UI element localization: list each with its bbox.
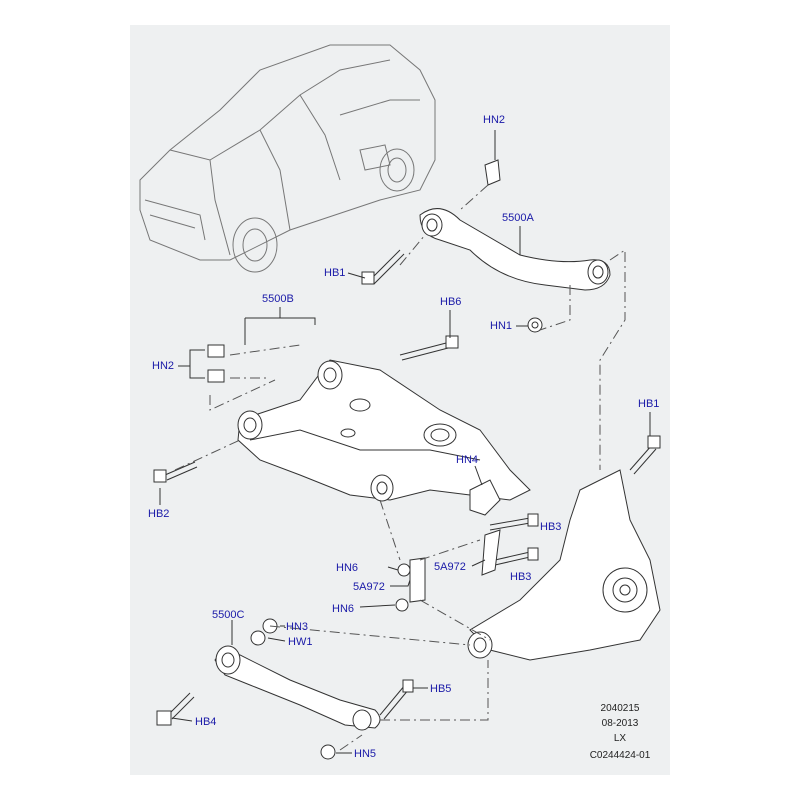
callout-hn6-a: HN6 [336, 562, 359, 574]
callout-hb4: HB4 [195, 716, 217, 728]
callout-hn4: HN4 [456, 454, 479, 466]
callout-hn1: HN1 [490, 320, 513, 332]
callout-5500c: 5500C [212, 609, 245, 621]
callout-hb3-a: HB3 [540, 521, 562, 533]
bracket-hn4 [469, 479, 501, 516]
callout-hw1: HW1 [288, 636, 313, 648]
nut-hn1 [527, 317, 543, 333]
leader-lines [159, 130, 651, 754]
vehicle-illustration [139, 44, 436, 273]
callout-5a972-right: 5A972 [434, 561, 466, 573]
callout-5a972-left: 5A972 [353, 581, 385, 593]
bolt-hb4 [156, 692, 195, 726]
nut-hn5 [320, 744, 336, 760]
bolt-hb1-right [629, 435, 661, 475]
callout-hb5: HB5 [430, 683, 452, 695]
callout-hn2-left: HN2 [152, 360, 175, 372]
assembly-lines [174, 184, 626, 751]
clips-hn2-left [207, 344, 225, 383]
upper-arm-5500a [419, 208, 611, 291]
clip-hn2-top [484, 159, 501, 186]
bolts-hb3 [489, 513, 539, 566]
callout-hb6: HB6 [440, 296, 462, 308]
callout-hn3: HN3 [286, 621, 309, 633]
callout-hb1-right: HB1 [638, 398, 660, 410]
callout-5500b: 5500B [262, 293, 294, 305]
drawing-date: 08-2013 [601, 718, 639, 729]
illustration-id: C0244424-01 [589, 750, 651, 761]
model-code: LX [613, 733, 627, 744]
nuts-hn6 [395, 563, 411, 612]
bolt-hb6 [399, 335, 459, 361]
callout-hn2-top: HN2 [483, 114, 506, 126]
washers-hn3-hw1 [250, 618, 278, 646]
callout-5500a: 5500A [502, 212, 534, 224]
bolt-hb5 [379, 679, 414, 720]
callout-hn5: HN5 [354, 748, 377, 760]
callout-hb3-b: HB3 [510, 571, 532, 583]
lower-arm-5500c [214, 645, 381, 731]
bolt-hb2 [153, 461, 198, 483]
callout-hn6-b: HN6 [332, 603, 355, 615]
bolt-hb1-left [361, 249, 405, 285]
callout-hb2: HB2 [148, 508, 170, 520]
subframe-5500b [237, 359, 531, 502]
link-5a972 [409, 529, 501, 603]
drawing-number: 2040215 [600, 703, 640, 714]
knuckle [467, 469, 661, 661]
callout-hb1-left: HB1 [324, 267, 346, 279]
